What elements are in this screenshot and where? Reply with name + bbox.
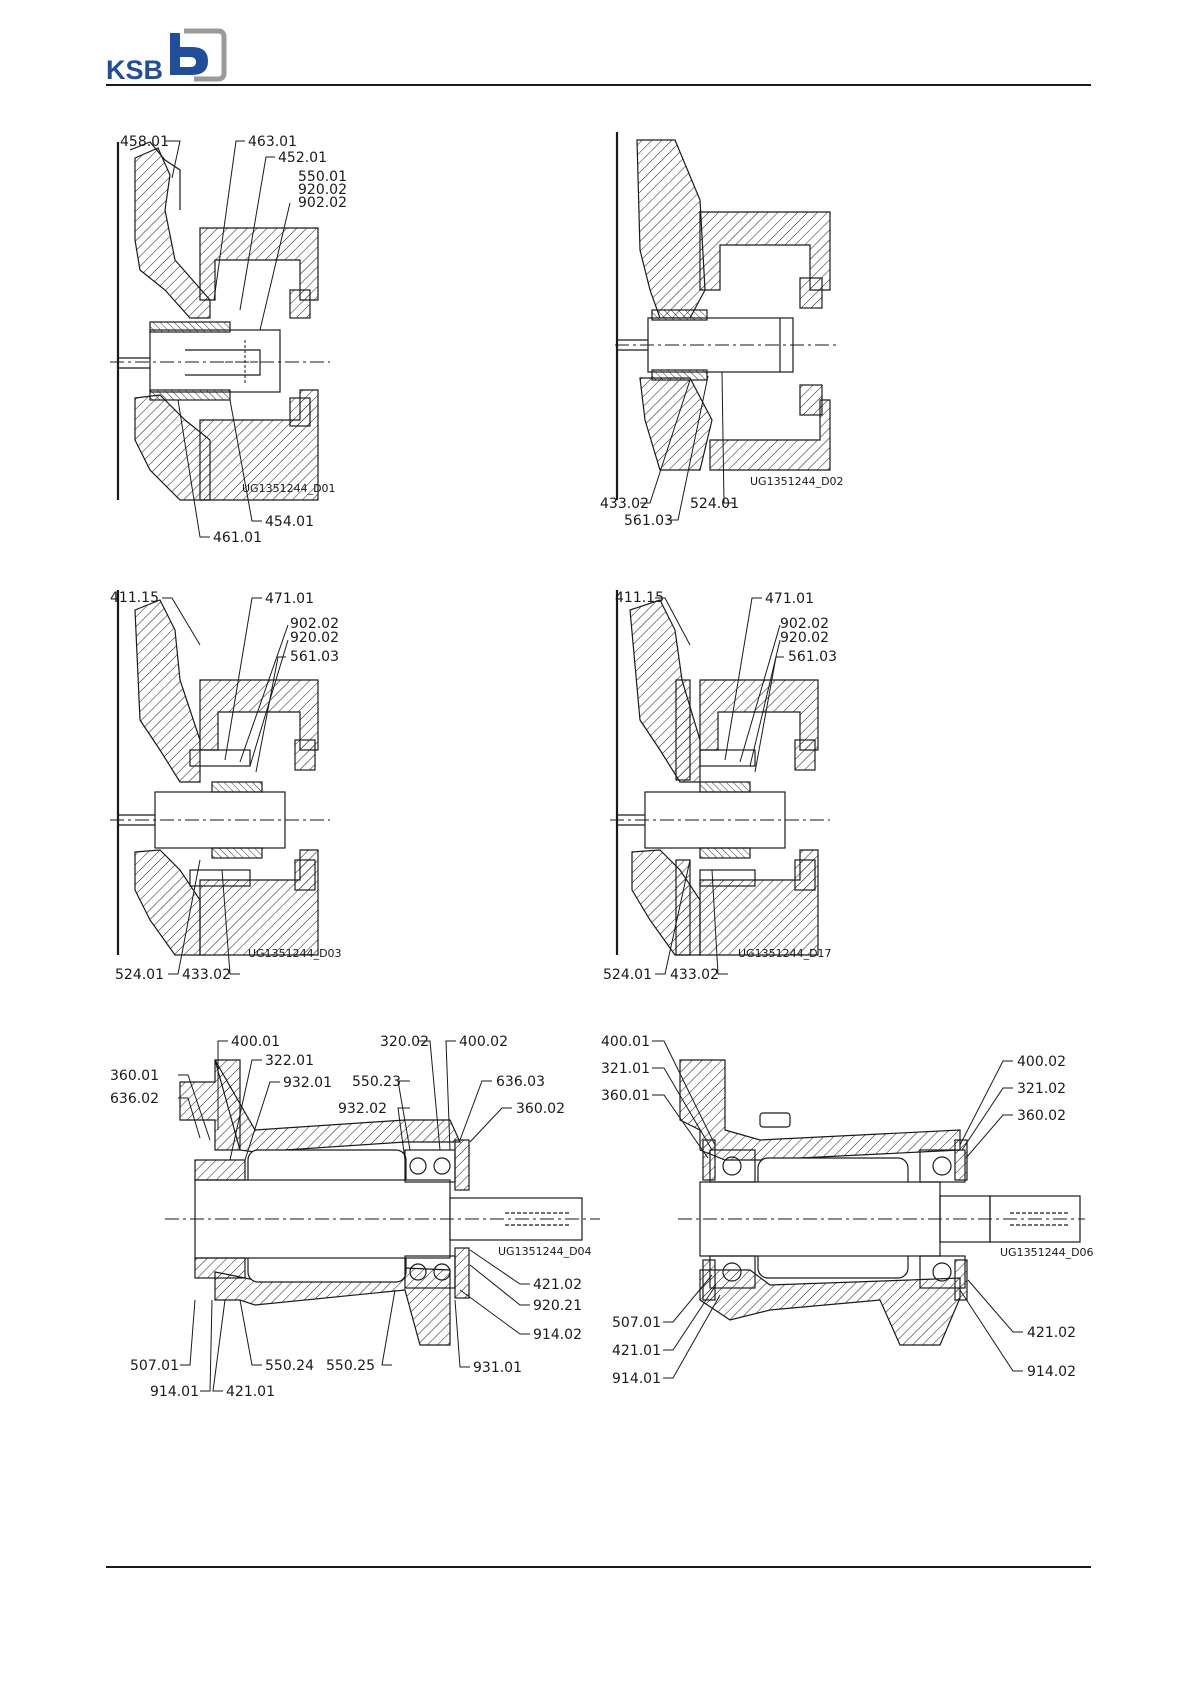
ref-code-d02: UG1351244_D02 (750, 475, 844, 488)
label-902-02: 902.02 (298, 195, 347, 211)
label-421-02: 421.02 (533, 1277, 582, 1293)
label-920-02: 920.02 (290, 630, 339, 646)
label-461-01: 461.01 (213, 530, 262, 546)
label-320-02: 320.02 (380, 1034, 429, 1050)
label-932-01: 932.01 (283, 1075, 332, 1091)
ref-code-d03: UG1351244_D03 (248, 947, 342, 960)
label-914-01: 914.01 (612, 1371, 661, 1387)
label-411-15: 411.15 (615, 590, 664, 606)
label-360-01: 360.01 (601, 1088, 650, 1104)
label-360-02: 360.02 (1017, 1108, 1066, 1124)
label-902-02: 902.02 (780, 616, 829, 632)
label-550-01: 550.01 (298, 169, 347, 185)
header-rule (106, 84, 1091, 86)
label-524-01: 524.01 (690, 496, 739, 512)
label-636-02: 636.02 (110, 1091, 159, 1107)
figure-d01: 458.01 463.01 452.01 550.01 920.02 902.0… (110, 134, 347, 546)
label-321-01: 321.01 (601, 1061, 650, 1077)
label-550-23: 550.23 (352, 1074, 401, 1090)
label-914-02: 914.02 (1027, 1364, 1076, 1380)
label-360-01: 360.01 (110, 1068, 159, 1084)
label-321-02: 321.02 (1017, 1081, 1066, 1097)
label-561-03: 561.03 (290, 649, 339, 665)
label-400-02: 400.02 (459, 1034, 508, 1050)
ref-code-d01: UG1351244_D01 (242, 482, 336, 495)
label-561-03: 561.03 (788, 649, 837, 665)
label-400-02: 400.02 (1017, 1054, 1066, 1070)
bearing-top-d04 (404, 1149, 456, 1183)
label-932-02: 932.02 (338, 1101, 387, 1117)
ref-code-d04: UG1351244_D04 (498, 1245, 592, 1258)
label-920-02: 920.02 (780, 630, 829, 646)
label-400-01: 400.01 (601, 1034, 650, 1050)
ref-code-d06: UG1351244_D06 (1000, 1246, 1094, 1259)
figure-d03: 411.15 471.01 902.02 920.02 561.03 524.0… (110, 590, 342, 983)
label-507-01: 507.01 (612, 1315, 661, 1331)
label-421-01: 421.01 (612, 1343, 661, 1359)
label-433-02: 433.02 (182, 967, 231, 983)
label-524-01: 524.01 (603, 967, 652, 983)
label-400-01: 400.01 (231, 1034, 280, 1050)
figure-d06: 400.01 321.01 360.01 400.02 321.02 360.0… (601, 1034, 1094, 1387)
ksb-b-mark-icon (170, 28, 227, 82)
ksb-logo: KSB (106, 27, 227, 85)
label-550-24: 550.24 (265, 1358, 314, 1374)
label-471-01: 471.01 (765, 591, 814, 607)
label-920-21: 920.21 (533, 1298, 582, 1314)
label-914-02: 914.02 (533, 1327, 582, 1343)
label-322-01: 322.01 (265, 1053, 314, 1069)
label-931-01: 931.01 (473, 1360, 522, 1376)
label-920-02: 920.02 (298, 182, 347, 198)
label-458-01: 458.01 (120, 134, 169, 150)
label-421-01: 421.01 (226, 1384, 275, 1400)
label-433-02: 433.02 (670, 967, 719, 983)
logo-wordmark: KSB (106, 55, 164, 85)
label-452-01: 452.01 (278, 150, 327, 166)
figure-d02: 433.02 561.03 524.01 UG1351244_D02 (600, 132, 844, 529)
label-636-03: 636.03 (496, 1074, 545, 1090)
figure-d04: 400.01 322.01 360.01 932.01 636.02 320.0… (110, 1034, 600, 1400)
label-463-01: 463.01 (248, 134, 297, 150)
label-902-02: 902.02 (290, 616, 339, 632)
ref-code-d17: UG1351244_D17 (738, 947, 832, 960)
label-433-02: 433.02 (600, 496, 649, 512)
label-550-25: 550.25 (326, 1358, 375, 1374)
label-454-01: 454.01 (265, 514, 314, 530)
label-411-15: 411.15 (110, 590, 159, 606)
label-561-03: 561.03 (624, 513, 673, 529)
label-507-01: 507.01 (130, 1358, 179, 1374)
label-524-01: 524.01 (115, 967, 164, 983)
figure-d17: 411.15 471.01 902.02 920.02 561.03 524.0… (603, 590, 837, 983)
label-421-02: 421.02 (1027, 1325, 1076, 1341)
label-471-01: 471.01 (265, 591, 314, 607)
label-360-02: 360.02 (516, 1101, 565, 1117)
label-914-01: 914.01 (150, 1384, 199, 1400)
footer-rule (106, 1566, 1091, 1568)
